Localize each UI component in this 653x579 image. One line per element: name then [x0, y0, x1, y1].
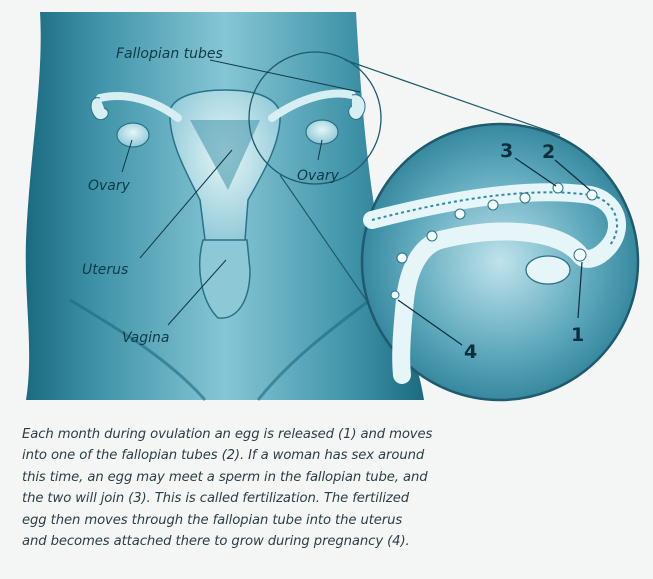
fallopian-tubes-label: Fallopian tubes [116, 46, 223, 62]
caption-line: into one of the fallopian tubes (2). If … [22, 445, 622, 466]
caption-line: the two will join (3). This is called fe… [22, 488, 622, 509]
caption: Each month during ovulation an egg is re… [22, 424, 622, 552]
caption-line: Each month during ovulation an egg is re… [22, 424, 622, 445]
egg-marker [520, 193, 530, 203]
egg-marker [427, 231, 437, 241]
ovary-left-label: Ovary [88, 178, 131, 194]
caption-line: and becomes attached there to grow durin… [22, 531, 622, 552]
marker-4: 4 [464, 341, 477, 363]
released-egg [574, 249, 586, 261]
caption-line: this time, an egg may meet a sperm in th… [22, 467, 622, 488]
egg-marker [397, 253, 407, 263]
caption-line: egg then moves through the fallopian tub… [22, 510, 622, 531]
zoomed-ovary [526, 256, 570, 284]
reproductive-system-illustration: Fallopian tubes Ovary Ovary Uterus Vagin… [0, 0, 653, 420]
vagina-label: Vagina [122, 330, 170, 346]
egg-marker [455, 209, 465, 219]
marker-2: 2 [542, 141, 555, 163]
ovary-left-shape [117, 123, 149, 147]
ovary-right-label: Ovary [297, 168, 340, 184]
marker-1: 1 [571, 324, 584, 346]
marker-3: 3 [500, 140, 513, 162]
egg-marker [488, 200, 498, 210]
uterus-label: Uterus [82, 262, 128, 278]
egg-marker [587, 190, 597, 200]
implanted-egg [391, 291, 399, 299]
